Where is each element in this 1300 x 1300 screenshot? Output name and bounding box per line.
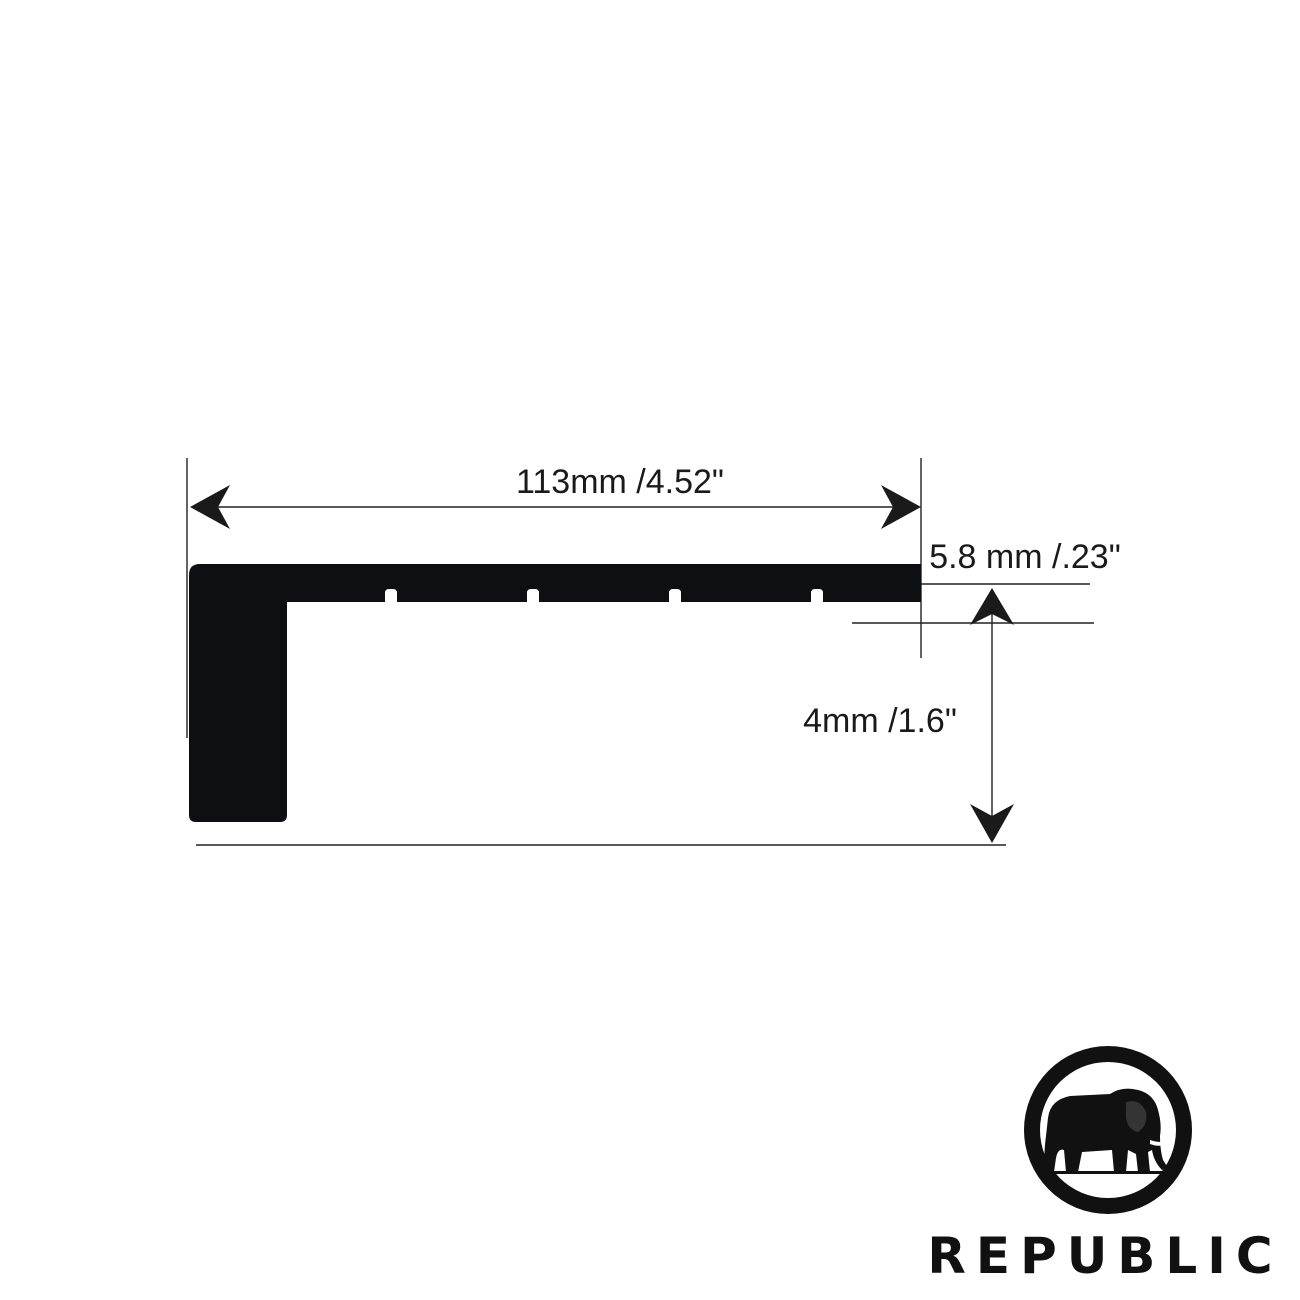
width-dimension: 113mm /4.52": [190, 463, 921, 529]
height-dimension: 4mm /1.6": [803, 588, 1014, 843]
arrowhead-left: [190, 485, 230, 529]
height-label: 4mm /1.6": [803, 702, 957, 740]
arrowhead-right: [881, 485, 921, 529]
elephant-icon: [1044, 1088, 1170, 1174]
stair-nose-profile: [189, 564, 921, 822]
arrowhead-down: [970, 804, 1014, 843]
brand-name: REPUBLIC: [927, 1227, 1282, 1285]
arrowhead-up: [970, 588, 1014, 625]
width-label: 113mm /4.52": [516, 463, 724, 501]
republic-logo: REPUBLIC: [927, 1046, 1282, 1285]
thickness-label: 5.8 mm /.23": [929, 538, 1121, 576]
